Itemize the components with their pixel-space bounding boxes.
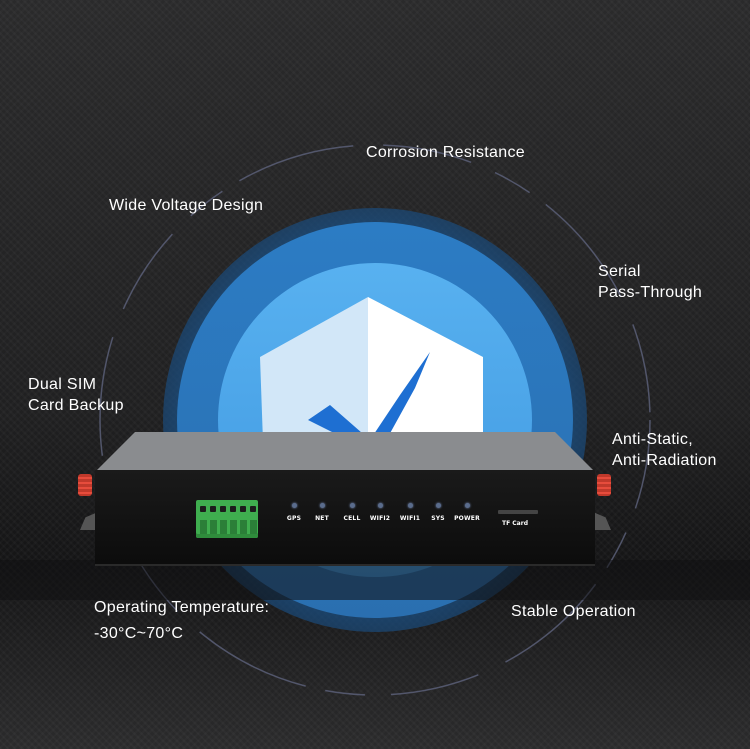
led-label: GPS bbox=[286, 515, 302, 522]
led-label: CELL bbox=[343, 515, 361, 522]
led-net: NET bbox=[302, 503, 342, 522]
terminal-block bbox=[196, 500, 258, 538]
tf-card-label: TF Card bbox=[502, 520, 528, 527]
led-indicator-icon bbox=[407, 503, 413, 508]
led-power: POWER bbox=[447, 503, 487, 522]
led-indicator-icon bbox=[291, 503, 297, 508]
led-cell: CELL bbox=[332, 503, 372, 522]
feature-operating-temperature: Operating Temperature: bbox=[94, 599, 270, 616]
led-label: POWER bbox=[454, 515, 480, 522]
led-sys: SYS bbox=[418, 503, 458, 522]
led-indicator-icon bbox=[377, 503, 383, 508]
led-wifi1: WIFI1 bbox=[390, 503, 430, 522]
led-label: WIFI2 bbox=[369, 515, 391, 522]
led-indicator-icon bbox=[464, 503, 470, 508]
led-label: NET bbox=[315, 515, 329, 522]
led-indicator-icon bbox=[349, 503, 355, 508]
led-wifi2: WIFI2 bbox=[360, 503, 400, 522]
feature-operating-temperature-range: -30°C~70°C bbox=[94, 625, 184, 642]
feature-stable-operation: Stable Operation bbox=[511, 603, 636, 620]
right-antenna bbox=[597, 474, 611, 496]
feature-anti-static: Anti-Static, Anti-Radiation bbox=[612, 431, 717, 469]
led-gps: GPS bbox=[274, 503, 314, 522]
shield-check-icon bbox=[260, 297, 483, 470]
dashed-ring bbox=[99, 144, 651, 696]
led-indicator-icon bbox=[435, 503, 441, 508]
feature-serial-pass-through: Serial Pass-Through bbox=[598, 263, 703, 301]
led-label: SYS bbox=[431, 515, 445, 522]
left-antenna bbox=[78, 474, 92, 496]
feature-corrosion-resistance: Corrosion Resistance bbox=[366, 144, 525, 161]
router-top-panel bbox=[95, 432, 595, 472]
feature-wide-voltage: Wide Voltage Design bbox=[109, 197, 264, 214]
led-label: WIFI1 bbox=[399, 515, 421, 522]
feature-dual-sim: Dual SIM Card Backup bbox=[28, 376, 124, 414]
router-front-panel bbox=[95, 470, 595, 566]
tf-card-slot bbox=[498, 510, 538, 514]
led-indicator-icon bbox=[319, 503, 325, 508]
